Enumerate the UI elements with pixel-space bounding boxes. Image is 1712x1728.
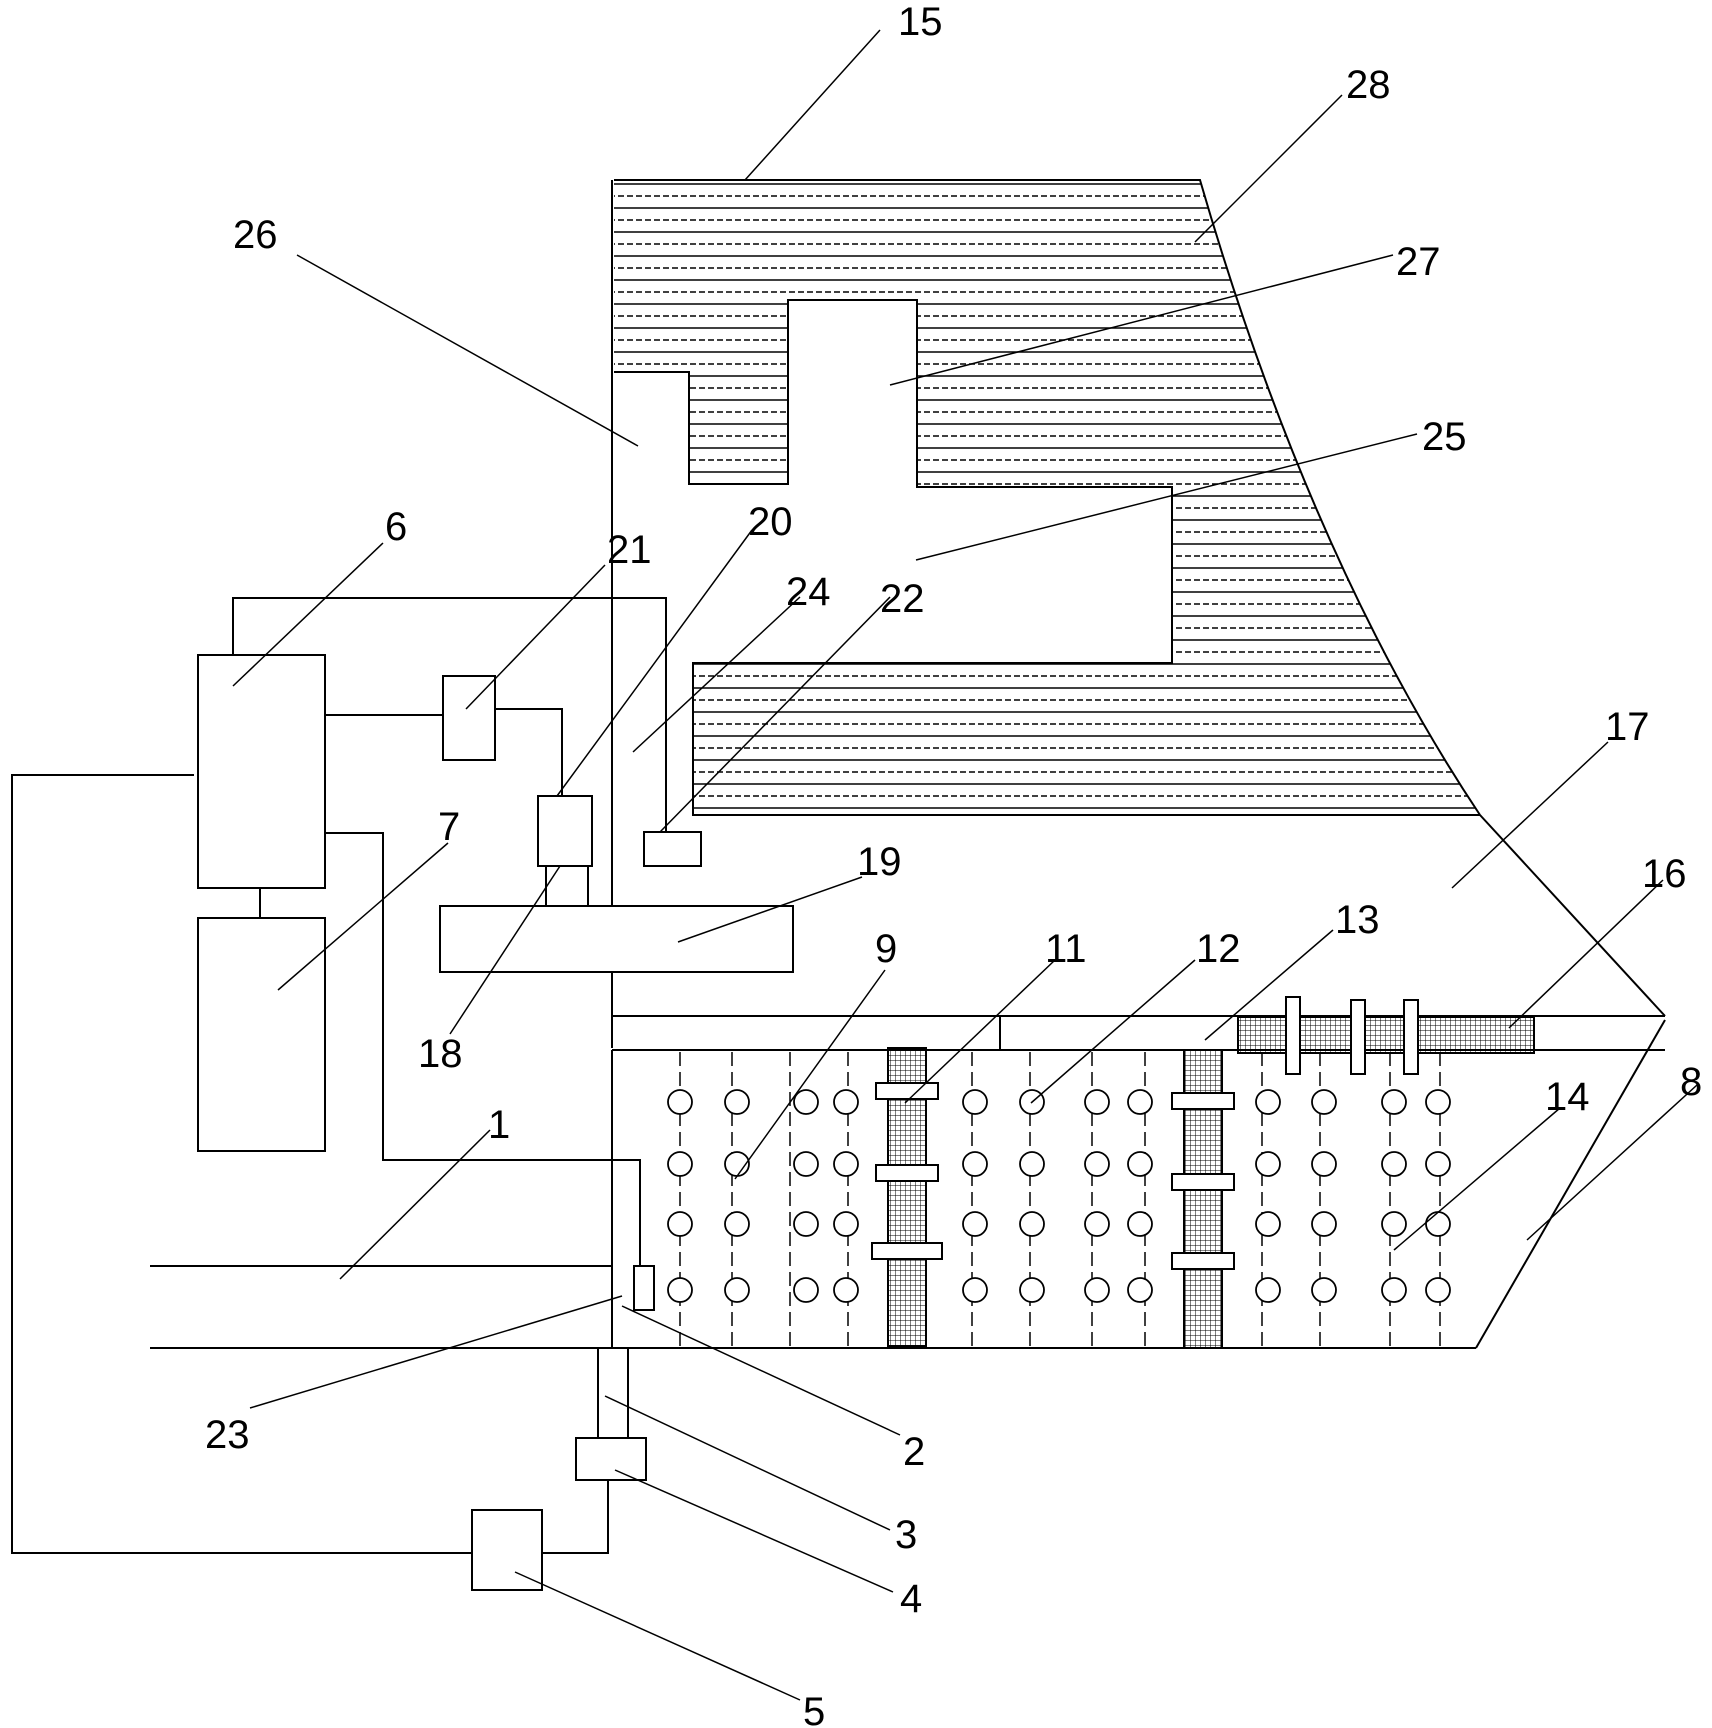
aeration-circle [724,1211,750,1237]
aeration-circle [793,1151,819,1177]
label-12: 12 [1196,927,1241,971]
aeration-circle [1381,1089,1407,1115]
label-2: 2 [903,1430,925,1474]
leader-lines [232,29,1698,1701]
label-24: 24 [786,570,831,614]
label-11: 11 [1045,927,1087,971]
upper-structure-outline [614,179,1666,1017]
aeration-circle [1425,1211,1451,1237]
label-21: 21 [607,528,652,572]
aeration-circle [667,1211,693,1237]
aeration-circle [1255,1211,1281,1237]
aeration-circle [1311,1277,1337,1303]
aeration-circle [1084,1211,1110,1237]
aeration-circle [1255,1277,1281,1303]
label-3: 3 [895,1513,917,1557]
aeration-circle [962,1277,988,1303]
aeration-circle [1084,1089,1110,1115]
aeration-circle [833,1277,859,1303]
aeration-circle [1425,1151,1451,1177]
label-6: 6 [385,505,407,549]
label-22: 22 [880,577,925,621]
aeration-circle [833,1151,859,1177]
box-20 [537,795,593,867]
labels: 15 28 26 27 25 20 6 21 24 22 17 7 19 16 … [205,0,1702,1728]
aeration-circle [833,1089,859,1115]
label-28: 28 [1346,63,1391,107]
label-14: 14 [1545,1075,1590,1119]
aeration-circle [1084,1151,1110,1177]
aeration-circle [1019,1151,1045,1177]
label-27: 27 [1396,240,1441,284]
aeration-circle [1084,1277,1110,1303]
box-19 [439,905,794,973]
label-17: 17 [1605,705,1650,749]
aeration-circle [667,1089,693,1115]
aeration-circles [667,1089,1451,1303]
label-26: 26 [233,213,278,257]
label-23: 23 [205,1413,250,1457]
aeration-circle [1255,1089,1281,1115]
box-18 [545,865,589,907]
label-4: 4 [900,1577,922,1621]
label-15: 15 [898,0,943,44]
aeration-circle [1019,1211,1045,1237]
aeration-circle [1255,1151,1281,1177]
box-3 [597,1347,629,1439]
aeration-circle [1127,1277,1153,1303]
box-23 [633,1265,655,1311]
box-22 [643,831,702,867]
aeration-circle [1381,1277,1407,1303]
aeration-circle [962,1211,988,1237]
label-19: 19 [857,840,902,884]
label-13: 13 [1335,898,1380,942]
label-16: 16 [1642,852,1687,896]
hatched-fill-area [614,183,1480,809]
aeration-circle [1381,1211,1407,1237]
aeration-circle [1425,1277,1451,1303]
label-8: 8 [1680,1060,1702,1104]
wiring [11,597,667,1554]
aeration-circle [1127,1211,1153,1237]
aeration-circle [793,1211,819,1237]
label-1: 1 [488,1103,510,1147]
filter-column-11 [871,1047,943,1347]
filter-column-13 [1171,1049,1235,1349]
aeration-circle [833,1211,859,1237]
aeration-circle [1381,1151,1407,1177]
label-9: 9 [875,927,897,971]
aeration-circle [1311,1151,1337,1177]
membrane-16 [1237,996,1535,1075]
aeration-circle [793,1089,819,1115]
label-18: 18 [418,1032,463,1076]
aeration-circle [962,1089,988,1115]
aeration-circle [962,1151,988,1177]
aeration-circle [1311,1211,1337,1237]
inlet-pipe [150,1265,612,1349]
aeration-circle [667,1151,693,1177]
aeration-circle [724,1089,750,1115]
box-5 [471,1509,543,1591]
box-6 [197,654,326,889]
aeration-circle [1019,1277,1045,1303]
label-20: 20 [748,500,793,544]
label-25: 25 [1422,415,1467,459]
label-5: 5 [803,1690,825,1728]
aeration-circle [1127,1151,1153,1177]
label-7: 7 [438,805,460,849]
aeration-circle [724,1277,750,1303]
box-7 [197,917,326,1152]
box-21 [442,675,496,761]
aeration-circle [667,1277,693,1303]
aeration-circle [1425,1089,1451,1115]
aeration-circle [793,1277,819,1303]
box-4 [575,1437,647,1481]
aeration-circle [1127,1089,1153,1115]
aeration-circle [1311,1089,1337,1115]
